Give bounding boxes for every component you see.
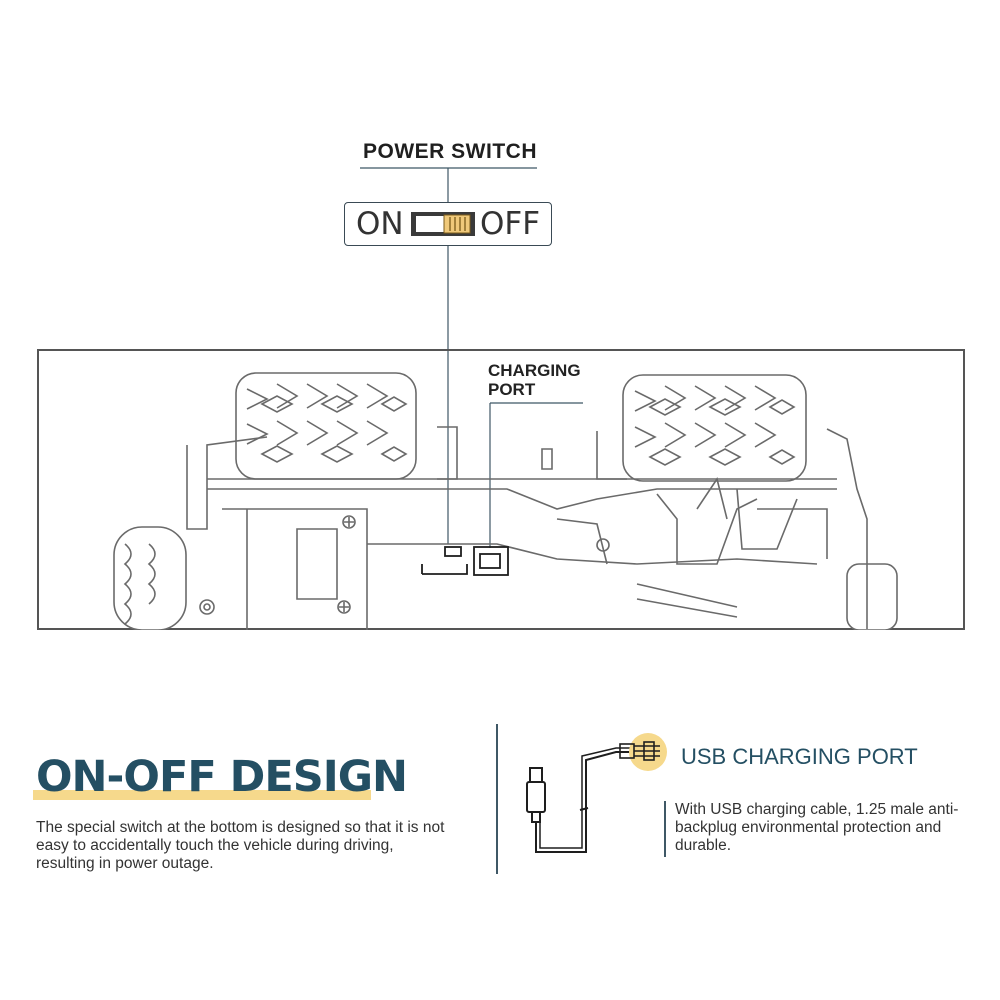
switch-on-label: ON [356, 206, 404, 242]
charging-port-label-line1: CHARGING [488, 361, 581, 380]
on-off-design-title: ON-OFF DESIGN [36, 752, 408, 802]
switch-off-label: OFF [480, 206, 541, 242]
right-tire [622, 374, 807, 482]
power-switch-icon [411, 212, 475, 236]
left-tire [235, 372, 417, 480]
usb-charging-port-description: With USB charging cable, 1.25 male anti-… [675, 801, 959, 854]
charging-port-label-line2: PORT [488, 380, 536, 399]
usb-charging-port-title: USB CHARGING PORT [681, 744, 918, 769]
usb-description-bar [664, 801, 666, 857]
power-switch-title: POWER SWITCH [363, 140, 537, 163]
vehicle-chassis-drawing [113, 372, 898, 630]
vehicle-diagram-frame [37, 349, 965, 630]
title-highlight [33, 790, 371, 800]
charging-port-label: CHARGING PORT [488, 361, 581, 399]
section-divider [496, 724, 498, 874]
usb-cable-icon [526, 733, 667, 853]
on-off-design-description: The special switch at the bottom is desi… [36, 819, 445, 872]
